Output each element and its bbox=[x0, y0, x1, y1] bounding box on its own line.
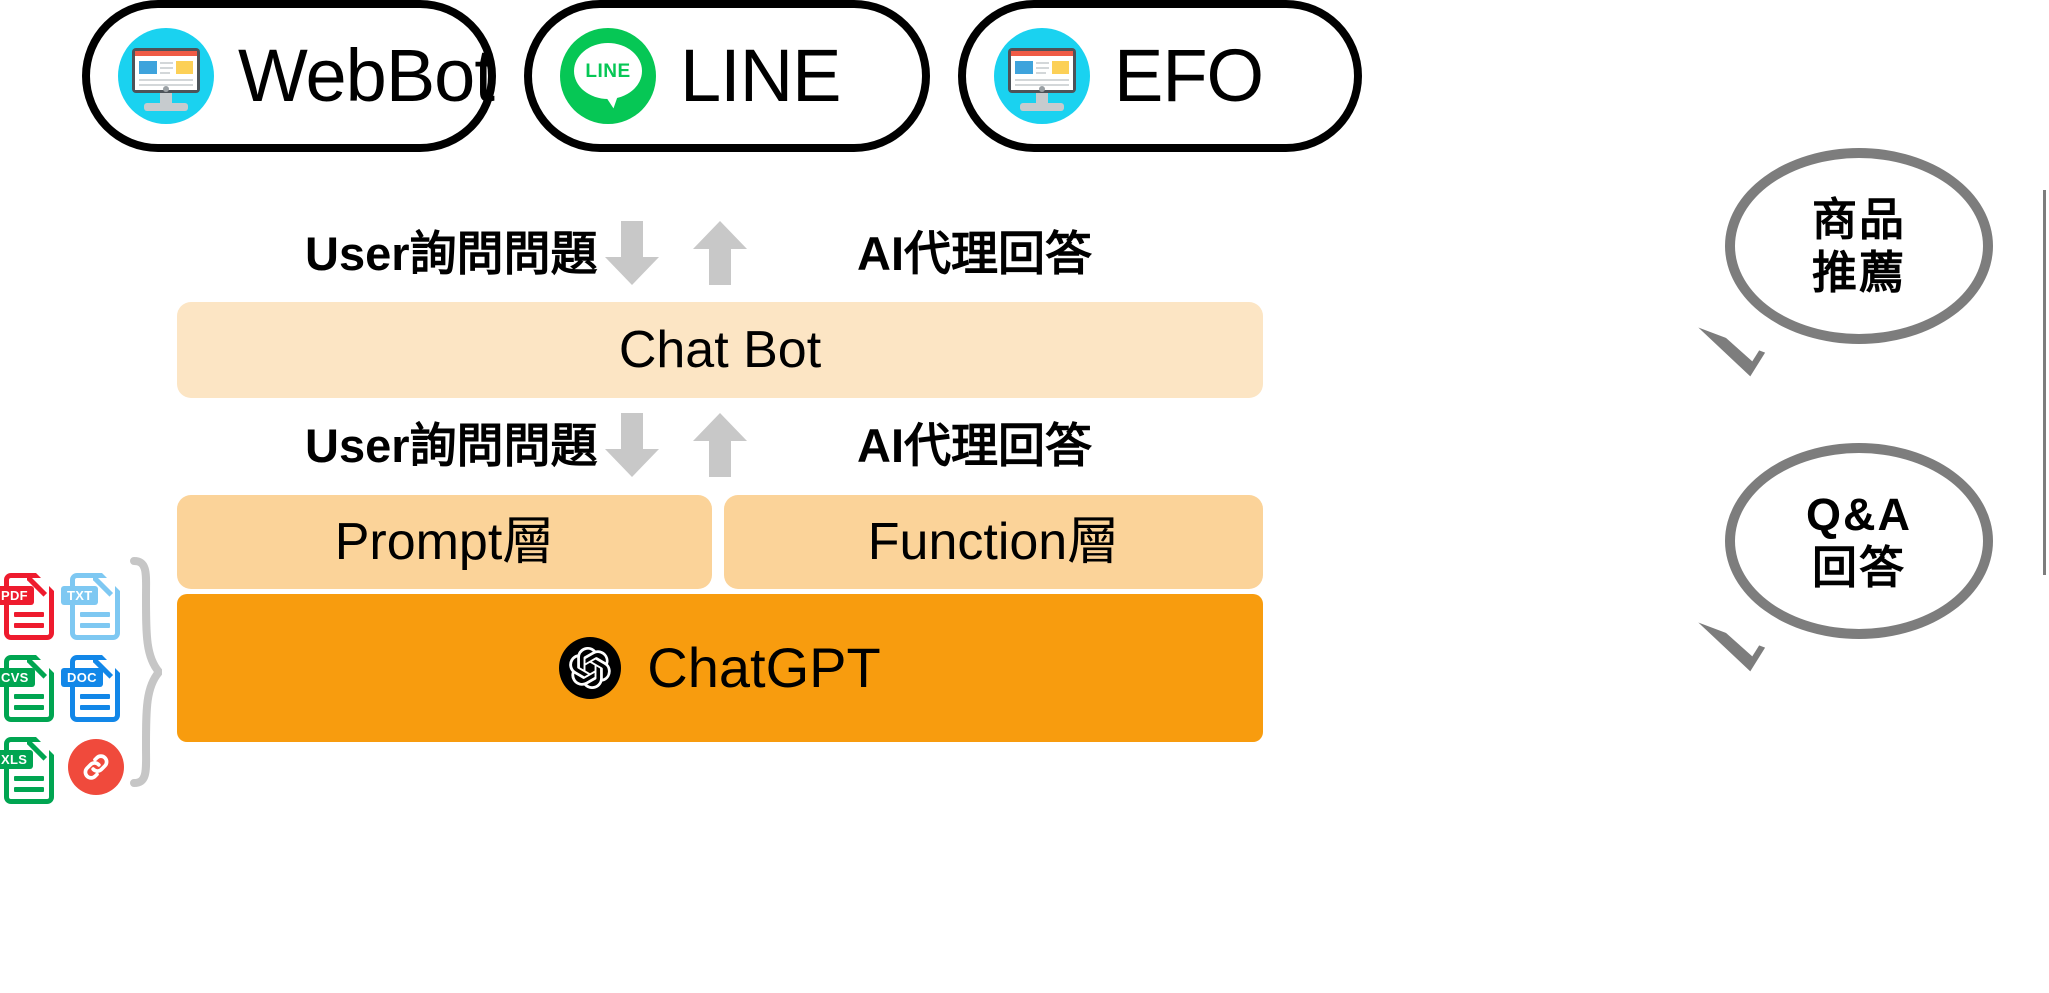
file-label-pdf: PDF bbox=[1, 588, 28, 603]
arrow-pair bbox=[605, 221, 747, 285]
channel-pill-line[interactable]: LINE LINE bbox=[524, 0, 930, 152]
arrow-up-icon bbox=[693, 221, 747, 285]
arrow-down-icon bbox=[605, 221, 659, 285]
web-monitor-icon bbox=[118, 28, 214, 124]
file-icon-doc[interactable]: DOC bbox=[61, 654, 121, 722]
channel-label-efo: EFO bbox=[1114, 34, 1264, 117]
channel-pill-webbot[interactable]: WebBot bbox=[82, 0, 496, 152]
callout-line-1: Q&A bbox=[1806, 488, 1912, 540]
file-label-cvs: CVS bbox=[1, 670, 29, 685]
arrow-pair bbox=[605, 413, 747, 477]
layer-bar-chatgpt[interactable]: ChatGPT bbox=[177, 594, 1263, 742]
line-logo-icon: LINE bbox=[560, 28, 656, 124]
line-logo-text: LINE bbox=[585, 60, 631, 82]
file-label-xls: XLS bbox=[1, 752, 28, 767]
channel-label-webbot: WebBot bbox=[238, 34, 495, 117]
callout-line-2: 推薦 bbox=[1811, 247, 1906, 298]
layer-label-prompt: Prompt層 bbox=[334, 513, 555, 571]
callout-line-1: 商品 bbox=[1811, 193, 1906, 245]
flow-row-top: User詢問問題 AI代理回答 bbox=[305, 213, 1115, 293]
file-icon-cvs[interactable]: CVS bbox=[0, 654, 55, 722]
file-label-txt: TXT bbox=[67, 588, 93, 603]
file-label-doc: DOC bbox=[67, 670, 97, 685]
file-icon-pdf[interactable]: PDF bbox=[0, 572, 55, 640]
web-monitor-icon bbox=[994, 28, 1090, 124]
layer-bar-prompt[interactable]: Prompt層 bbox=[177, 495, 712, 589]
slide-edge-line bbox=[2043, 190, 2046, 575]
flow-label-ai-answer: AI代理回答 bbox=[857, 226, 1092, 280]
layer-label-chatbot: Chat Bot bbox=[618, 321, 822, 379]
flow-label-user-query: User詢問問題 bbox=[305, 418, 598, 472]
callout-line-2: 回答 bbox=[1811, 542, 1906, 593]
layer-bar-function[interactable]: Function層 bbox=[724, 495, 1263, 589]
layer-label-function: Function層 bbox=[867, 513, 1120, 571]
knowledge-source-group: PDF TXT CVS DOC XLS bbox=[0, 555, 162, 804]
channel-pill-efo[interactable]: EFO bbox=[958, 0, 1362, 152]
flow-row-bottom: User詢問問題 AI代理回答 bbox=[305, 405, 1115, 485]
file-icon-txt[interactable]: TXT bbox=[61, 572, 121, 640]
layer-label-chatgpt: ChatGPT bbox=[647, 636, 881, 699]
flow-label-ai-answer: AI代理回答 bbox=[857, 418, 1092, 472]
file-icon-xls[interactable]: XLS bbox=[0, 736, 55, 804]
link-chain-icon[interactable] bbox=[68, 739, 124, 795]
openai-logo-icon bbox=[559, 637, 622, 699]
arrow-down-icon bbox=[605, 413, 659, 477]
callout-qa-answer: Q&A 回答 bbox=[1690, 443, 1993, 672]
arrow-up-icon bbox=[693, 413, 747, 477]
channel-label-line: LINE bbox=[680, 34, 842, 117]
curly-brace-icon bbox=[128, 557, 162, 787]
layer-bar-chatbot[interactable]: Chat Bot bbox=[177, 302, 1263, 398]
flow-label-user-query: User詢問問題 bbox=[305, 226, 598, 280]
callout-product-recommendation: 商品 推薦 bbox=[1690, 148, 1993, 377]
